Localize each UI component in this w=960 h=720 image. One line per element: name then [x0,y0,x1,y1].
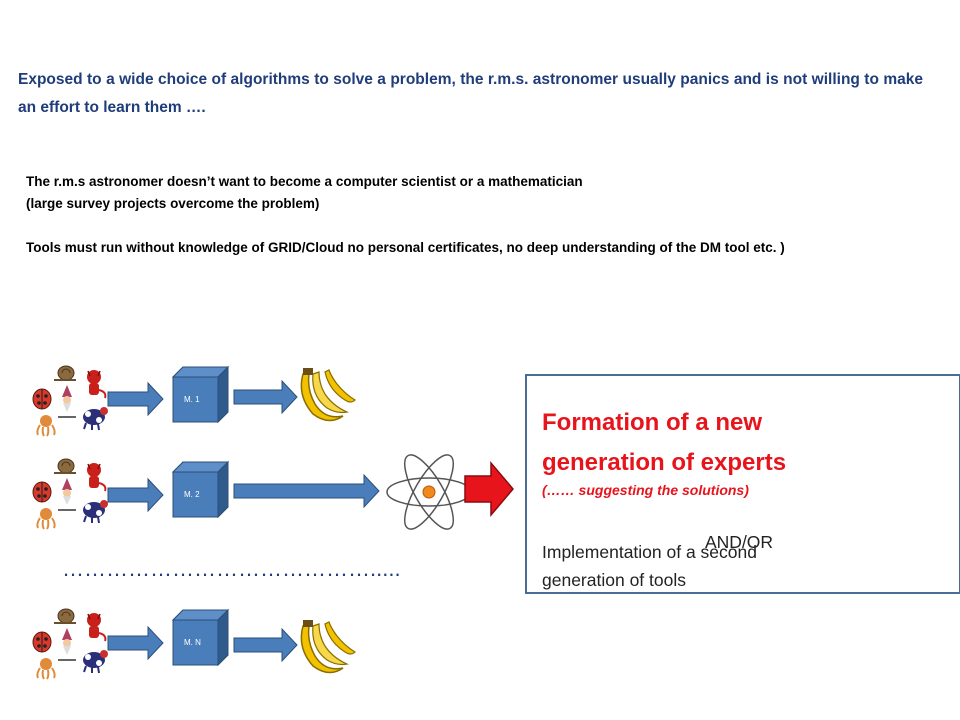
headline-line-2: generation of experts [542,449,787,476]
arrow-right [107,625,164,661]
headline: Formation of a new generation of experts [542,403,786,483]
row-1: M. 1 [32,365,356,437]
ellipsis-dots: ……………………………………..... [62,556,401,581]
model-label: M. 2 [184,490,200,499]
model-cube: M. 1 [172,366,229,423]
row-2: M. 2 [32,458,380,530]
creature-cluster [32,458,109,530]
note-line-1: The r.m.s astronomer doesn’t want to bec… [26,174,583,189]
hint-text: (…… suggesting the solutions) [542,482,749,498]
intro-text: Exposed to a wide choice of algorithms t… [18,71,923,116]
model-label: M. 1 [184,395,200,404]
red-arrow [464,460,514,518]
note-line-2: (large survey projects overcome the prob… [26,196,320,211]
creature-cluster [32,365,109,437]
row-n: M. N [32,608,356,680]
implementation-line-1: Implementation of a second [542,542,757,562]
creature-cluster [32,608,109,680]
result-box [525,374,960,594]
model-label: M. N [184,638,201,647]
atom-icon [386,454,472,530]
arrow-right [233,473,380,509]
arrow-right [107,381,164,417]
and-or-label: AND/OR [705,532,774,552]
headline-line-1: Formation of a new [542,409,763,436]
arrow-right [233,627,298,663]
implementation-line-2: generation of tools [542,570,686,590]
banana-icon [300,619,356,674]
banana-icon [300,367,356,422]
implementation-text: Implementation of a second generation of… [542,538,757,594]
model-cube: M. 2 [172,461,229,518]
diagram-canvas: M. 1 M. 2 M. N [32,365,514,680]
model-cube: M. N [172,609,229,666]
arrow-right [233,379,298,415]
note-line-3: Tools must run without knowledge of GRID… [26,240,785,255]
arrow-right [107,477,164,513]
